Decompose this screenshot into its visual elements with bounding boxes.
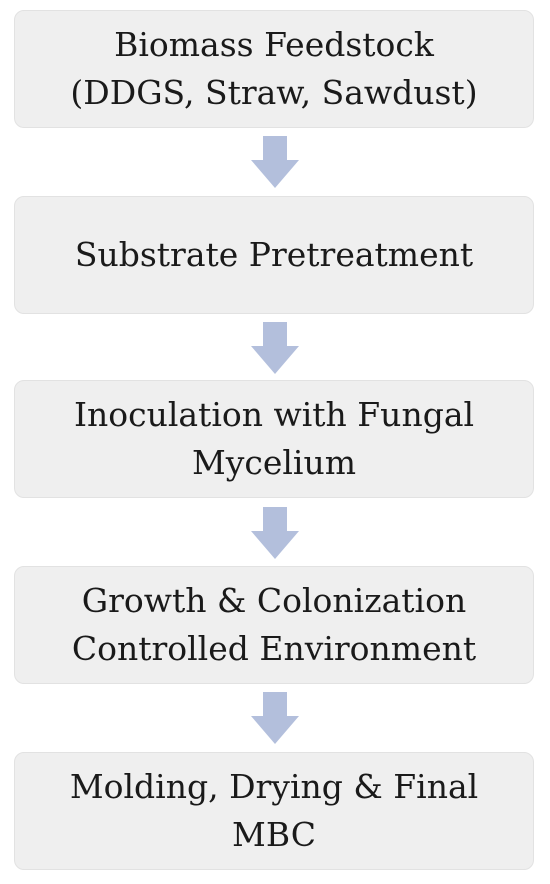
down-arrow-icon	[251, 136, 299, 188]
step-5-line-1: Molding, Drying & Final	[69, 767, 479, 807]
step-2-line-1: Substrate Pretreatment	[74, 235, 474, 275]
down-arrow-icon	[251, 322, 299, 374]
down-arrow-icon	[251, 507, 299, 559]
step-inoculation: Inoculation with Fungal Mycelium	[14, 380, 534, 498]
step-1-line-1: Biomass Feedstock	[114, 25, 434, 65]
step-3-line-2: Mycelium	[191, 443, 357, 482]
step-4-line-1: Growth & Colonization	[81, 581, 467, 621]
step-molding-drying-final: Molding, Drying & Final MBC	[14, 752, 534, 870]
step-4-line-2: Controlled Environment	[71, 629, 477, 668]
step-biomass-feedstock: Biomass Feedstock (DDGS, Straw, Sawdust)	[14, 10, 534, 128]
down-arrow-icon	[251, 692, 299, 744]
step-3-line-1: Inoculation with Fungal	[73, 395, 475, 435]
step-substrate-pretreatment: Substrate Pretreatment	[14, 196, 534, 314]
step-growth-colonization: Growth & Colonization Controlled Environ…	[14, 566, 534, 684]
step-5-line-2: MBC	[232, 815, 316, 854]
step-1-line-2: (DDGS, Straw, Sawdust)	[70, 73, 478, 112]
